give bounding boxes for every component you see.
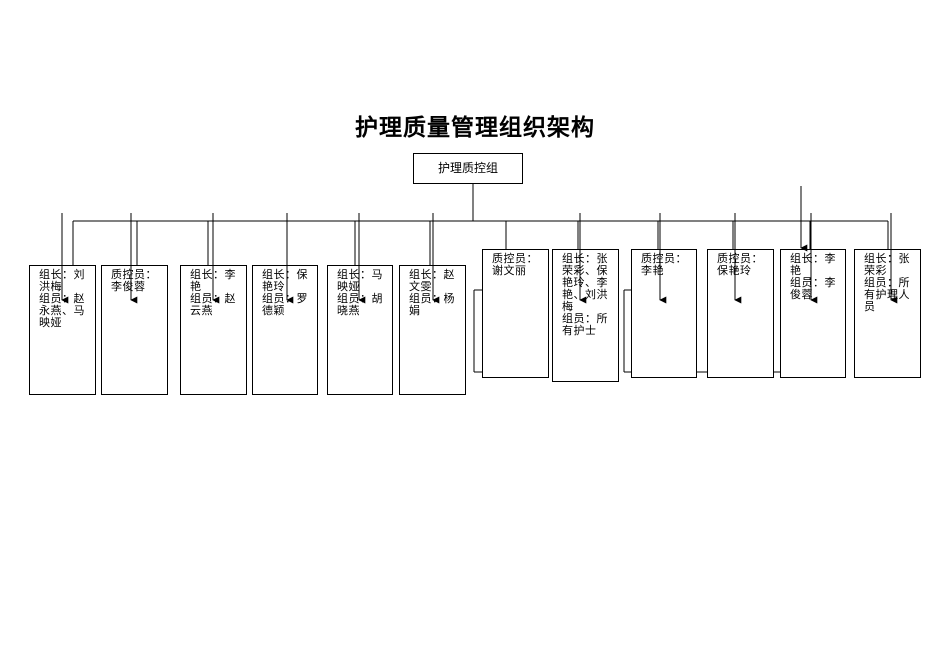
node-line: 组长：李艳 (190, 268, 236, 293)
node-line: 组员：赵永燕、马映娅 (39, 292, 85, 329)
node-line: 组长：张荣彩、保艳玲、李艳、刘洪梅 (562, 252, 608, 313)
node-line: 组长：张荣彩 (864, 252, 910, 277)
node-line: 组员：所有护士 (562, 312, 608, 337)
root-node: 护理质控组 (413, 153, 523, 184)
org-node: 组长：马映娅组员：胡晓燕 (327, 265, 393, 395)
node-line: 组长：马映娅 (337, 268, 383, 293)
org-node: 质控员：李艳 (631, 249, 697, 378)
node-line: 组员：杨娟 (409, 292, 455, 317)
node-line: 组员：所有护理人员 (864, 276, 910, 313)
org-node: 组长：张荣彩、保艳玲、李艳、刘洪梅组员：所有护士 (552, 249, 619, 382)
node-line: 组长：李艳 (790, 252, 836, 277)
org-node: 质控员：李俊蓉 (101, 265, 168, 395)
org-node: 质控员：谢文丽 (482, 249, 549, 378)
org-node: 质控员：保艳玲 (707, 249, 774, 378)
node-line: 组长：刘洪梅 (39, 268, 85, 293)
node-line: 组员：赵云燕 (190, 292, 236, 317)
node-line: 组长：赵文雯 (409, 268, 455, 293)
node-line: 组员：李俊蓉 (790, 276, 836, 301)
node-line: 质控员：保艳玲 (717, 252, 763, 277)
node-line: 组员：胡晓燕 (337, 292, 383, 317)
node-line: 组长：保艳玲 (262, 268, 308, 293)
org-node: 组长：赵文雯组员：杨娟 (399, 265, 466, 395)
node-line: 质控员：李俊蓉 (111, 268, 157, 293)
org-node: 组长：保艳玲组员：罗德颖 (252, 265, 318, 395)
node-line: 组员：罗德颖 (262, 292, 308, 317)
node-line: 质控员：李艳 (641, 252, 687, 277)
org-node: 组长：刘洪梅组员：赵永燕、马映娅 (29, 265, 96, 395)
node-line: 质控员：谢文丽 (492, 252, 538, 277)
chart-title: 护理质量管理组织架构 (355, 115, 595, 141)
org-node: 组长：李艳组员：李俊蓉 (780, 249, 846, 378)
org-node: 组长：张荣彩组员：所有护理人员 (854, 249, 921, 378)
org-node: 组长：李艳组员：赵云燕 (180, 265, 247, 395)
